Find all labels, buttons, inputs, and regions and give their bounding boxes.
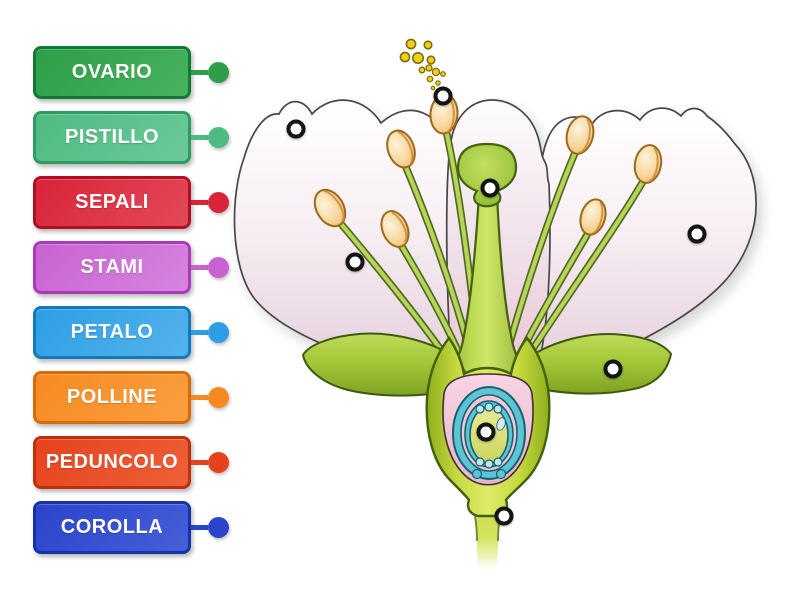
pollen-cluster xyxy=(399,38,446,91)
connector-dot xyxy=(208,257,229,278)
connector-line xyxy=(191,395,208,400)
sepal-right xyxy=(520,333,673,395)
label-polline[interactable]: POLLINE xyxy=(33,371,263,424)
pistil-style xyxy=(427,192,548,388)
connector-dot xyxy=(208,322,229,343)
label-chip[interactable]: POLLINE xyxy=(33,371,191,424)
label-corolla[interactable]: COROLLA xyxy=(33,501,263,554)
label-text: PEDUNCOLO xyxy=(45,451,179,473)
label-sepali[interactable]: SEPALI xyxy=(33,176,263,229)
label-text: PISTILLO xyxy=(65,126,159,148)
label-peduncolo[interactable]: PEDUNCOLO xyxy=(33,436,263,489)
connector-line xyxy=(191,135,208,140)
drop-target-petal-left[interactable] xyxy=(286,119,306,139)
label-chip[interactable]: COROLLA xyxy=(33,501,191,554)
drop-target-pistil-style[interactable] xyxy=(480,178,500,198)
connector-line xyxy=(191,265,208,270)
label-text: SEPALI xyxy=(75,191,149,213)
label-text: COROLLA xyxy=(60,516,164,538)
stamen-filaments xyxy=(332,122,650,396)
label-pistillo[interactable]: PISTILLO xyxy=(33,111,263,164)
petal-right xyxy=(512,107,757,390)
label-chip[interactable]: PISTILLO xyxy=(33,111,191,164)
connector-dot xyxy=(208,452,229,473)
connector-dot xyxy=(208,127,229,148)
label-chip[interactable]: PETALO xyxy=(33,306,191,359)
petal-left xyxy=(233,99,470,392)
sepal-left xyxy=(301,332,472,397)
label-chip[interactable]: PEDUNCOLO xyxy=(33,436,191,489)
connector-line xyxy=(191,525,208,530)
label-text: STAMI xyxy=(80,256,144,278)
connector-line xyxy=(191,460,208,465)
anthers xyxy=(313,93,663,248)
label-text: OVARIO xyxy=(71,61,153,83)
label-list: OVARIO PISTILLO SEPALI STAMI PETALO POLL… xyxy=(33,46,263,566)
connector-line xyxy=(191,200,208,205)
label-ovario[interactable]: OVARIO xyxy=(33,46,263,99)
drop-target-peduncle[interactable] xyxy=(494,506,514,526)
connector-dot xyxy=(208,517,229,538)
connector-line xyxy=(191,330,208,335)
connector-dot xyxy=(208,192,229,213)
drop-target-petal-right[interactable] xyxy=(687,224,707,244)
label-stami[interactable]: STAMI xyxy=(33,241,263,294)
label-chip[interactable]: OVARIO xyxy=(33,46,191,99)
label-chip[interactable]: STAMI xyxy=(33,241,191,294)
label-text: PETALO xyxy=(70,321,154,343)
connector-line xyxy=(191,70,208,75)
connector-dot xyxy=(208,387,229,408)
drop-target-stamen-filament[interactable] xyxy=(345,252,365,272)
petal-center xyxy=(445,99,551,377)
label-chip[interactable]: SEPALI xyxy=(33,176,191,229)
drop-target-sepal-right[interactable] xyxy=(603,359,623,379)
connector-dot xyxy=(208,62,229,83)
label-petalo[interactable]: PETALO xyxy=(33,306,263,359)
drop-target-pollen-anther[interactable] xyxy=(433,86,453,106)
drop-target-ovary-ovule[interactable] xyxy=(476,422,496,442)
label-text: POLLINE xyxy=(66,386,158,408)
